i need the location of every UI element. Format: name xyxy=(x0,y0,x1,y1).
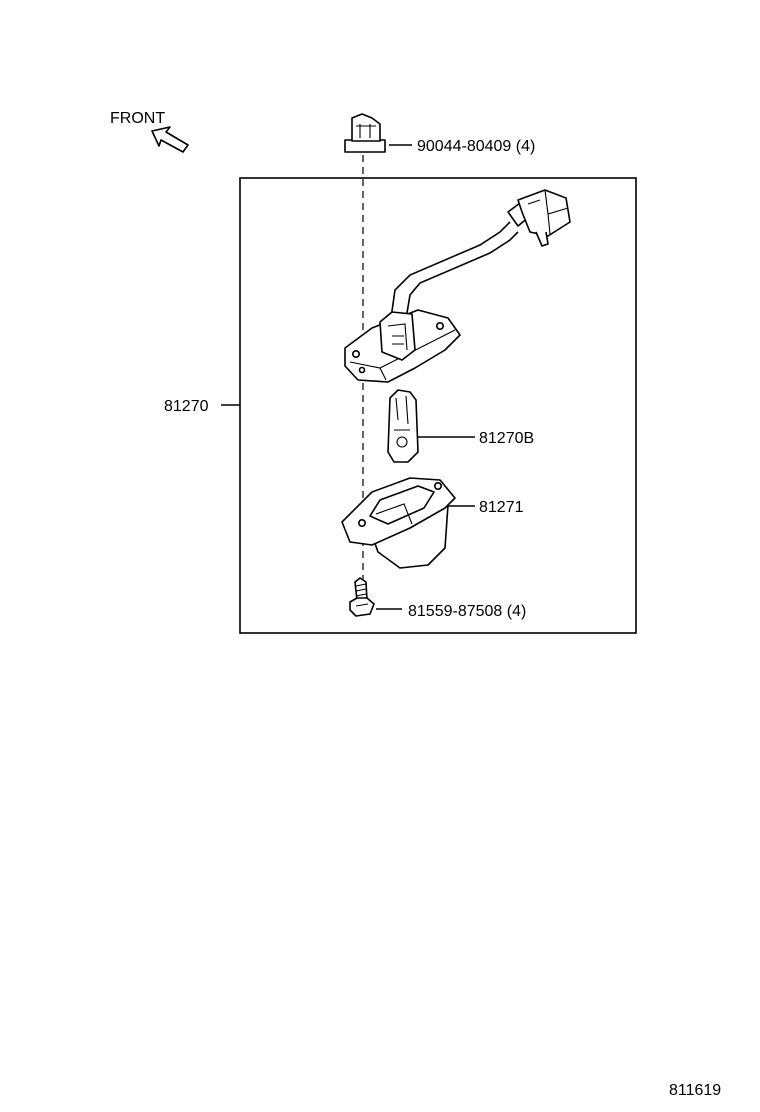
assembly-part-number: 81270 xyxy=(164,398,209,415)
clip-icon xyxy=(344,113,386,153)
connector-icon xyxy=(507,189,571,247)
bulb-icon xyxy=(387,389,419,463)
front-direction-arrow-icon xyxy=(151,126,189,153)
page-code: 811619 xyxy=(669,1082,721,1099)
lens-cover-icon xyxy=(341,477,456,569)
screw-part-number: 81559-87508 (4) xyxy=(408,603,526,620)
wire-harness xyxy=(389,221,519,326)
clip-part-number: 90044-80409 (4) xyxy=(417,138,535,155)
bulb-part-number: 81270B xyxy=(479,430,534,447)
screw-icon xyxy=(349,577,375,617)
cover-part-number: 81271 xyxy=(479,499,524,516)
front-label: FRONT xyxy=(110,110,165,127)
lamp-housing-icon xyxy=(344,309,461,383)
assembly-bracket-box xyxy=(239,177,637,634)
